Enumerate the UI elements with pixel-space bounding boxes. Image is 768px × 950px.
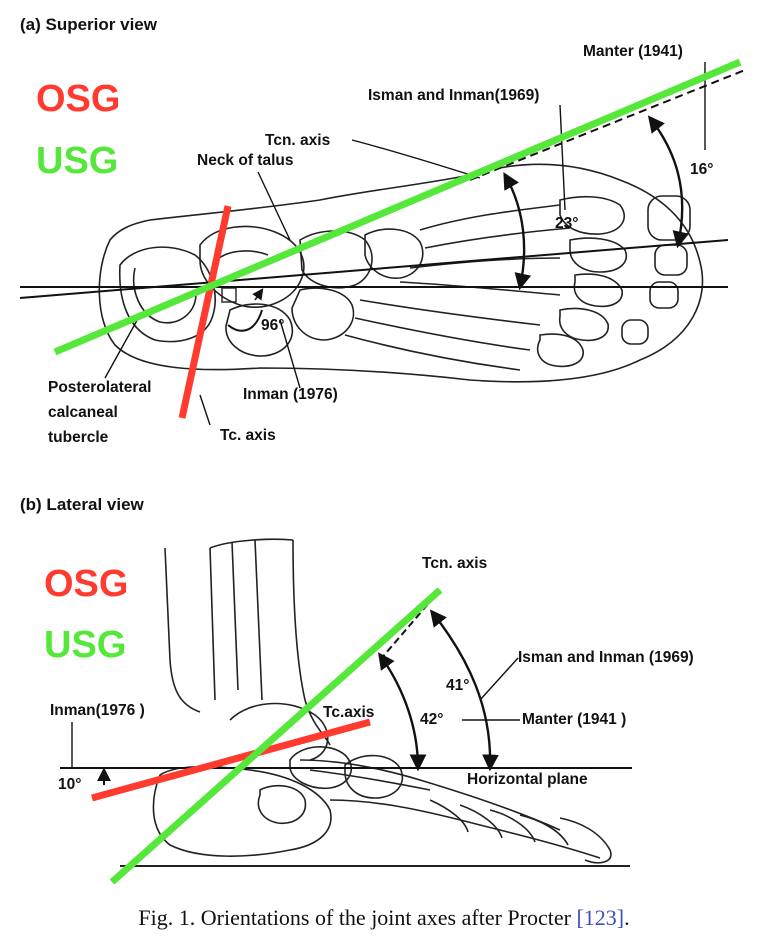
- lateral-tc-axis-red: [91, 718, 371, 802]
- panel-a-inman-1976-label: Inman (1976): [243, 386, 338, 403]
- panel-b-horizontal-plane-label: Horizontal plane: [467, 771, 588, 788]
- panel-b-inman-1976-label: Inman(1976 ): [50, 702, 145, 719]
- lateral-tcn-axis-green: [109, 587, 443, 885]
- panel-b-legend-osg: OSG: [44, 563, 129, 605]
- panel-b-legend-usg: USG: [44, 624, 127, 666]
- panel-a-isman-inman-label: Isman and Inman(1969): [368, 87, 540, 104]
- panel-b-isman-inman-label: Isman and Inman (1969): [518, 649, 694, 666]
- panel-a-neck-of-talus-label: Neck of talus: [197, 152, 294, 169]
- caption-reference-link[interactable]: [123]: [576, 905, 625, 930]
- panel-b-title: (b) Lateral view: [20, 495, 144, 514]
- caption-text: Fig. 1. Orientations of the joint axes a…: [138, 905, 577, 930]
- panel-b-tcn-axis-label: Tcn. axis: [422, 555, 488, 572]
- panel-a-legend-usg: USG: [36, 140, 119, 182]
- panel-a-posterolateral-line3: tubercle: [48, 429, 109, 446]
- superior-foot-outline: [98, 163, 704, 383]
- panel-b-tc-axis-label: Tc.axis: [323, 704, 375, 721]
- panel-a-posterolateral-line2: calcaneal: [48, 404, 118, 421]
- panel-a-legend-osg: OSG: [36, 78, 121, 120]
- panel-a-title: (a) Superior view: [20, 15, 157, 34]
- lateral-foot-outline: [120, 538, 630, 867]
- panel-a-angle-16: 16°: [690, 161, 714, 178]
- figure-caption: Fig. 1. Orientations of the joint axes a…: [0, 905, 768, 931]
- panel-a-tc-axis-label: Tc. axis: [220, 427, 276, 444]
- lateral-reference-lines: [60, 589, 632, 785]
- panel-a-manter-label: Manter (1941): [583, 43, 683, 60]
- caption-end: .: [624, 905, 630, 930]
- panel-a-tcn-axis-label: Tcn. axis: [265, 132, 331, 149]
- superior-tc-axis-red: [178, 205, 232, 419]
- panel-a-angle-23: 23°: [555, 215, 579, 232]
- panel-b-angle-42: 42°: [420, 711, 444, 728]
- panel-b-angle-41: 41°: [446, 677, 470, 694]
- panel-a-angle-96: 96°: [261, 317, 285, 334]
- panel-b-angle-10: 10°: [58, 776, 82, 793]
- superior-tcn-axis-green: [53, 58, 742, 356]
- panel-a-posterolateral-line1: Posterolateral: [48, 379, 152, 396]
- panel-b-manter-label: Manter (1941 ): [522, 711, 627, 728]
- superior-reference-lines: [19, 62, 746, 426]
